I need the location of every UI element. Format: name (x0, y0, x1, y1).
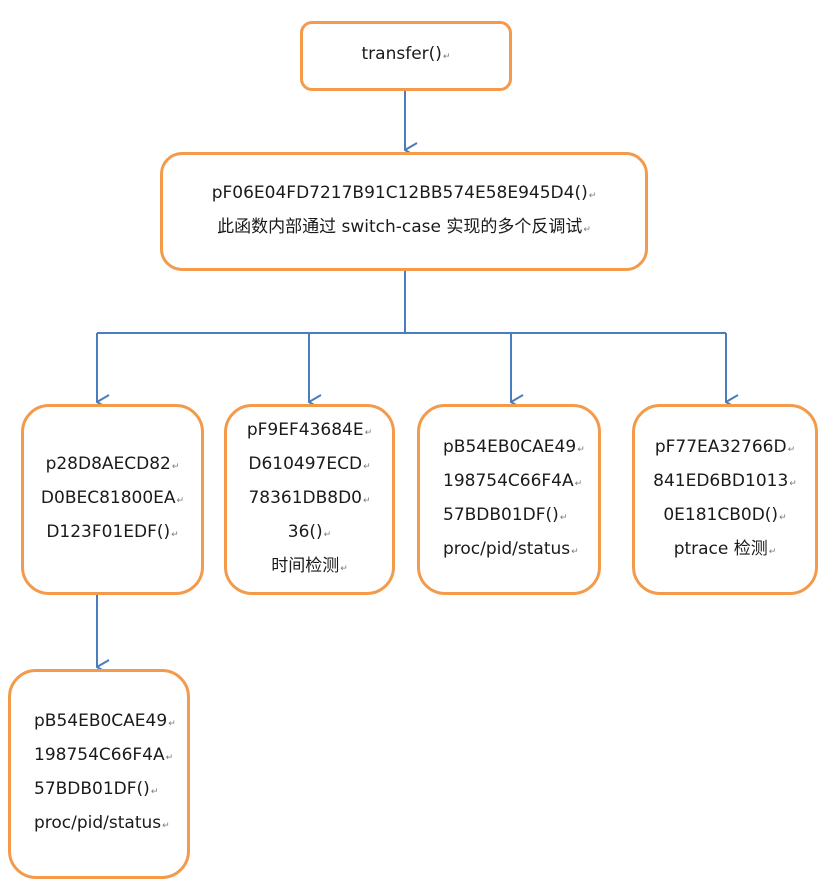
node-child-d-ptrace-check: pF77EA32766D↵841ED6BD1013↵0E181CB0D()↵pt… (632, 404, 818, 595)
node-text: pB54EB0CAE49 (443, 436, 577, 457)
node-text: transfer() (361, 44, 442, 64)
node-text-line: p28D8AECD82↵ (46, 449, 180, 483)
node-text-line: proc/pid/status↵ (34, 808, 170, 842)
node-text: 0E181CB0D() (663, 504, 779, 525)
node-text-line: 198754C66F4A↵ (34, 740, 173, 774)
node-grandchild-proc-status: pB54EB0CAE49↵198754C66F4A↵57BDB01DF()↵pr… (8, 669, 190, 879)
node-text-line: 时间检测↵ (271, 551, 348, 585)
node-child-a: p28D8AECD82↵D0BEC81800EA↵D123F01EDF()↵ (21, 404, 204, 595)
node-text: 198754C66F4A (34, 745, 165, 765)
node-text-line: 36()↵ (288, 517, 331, 551)
return-mark-icon: ↵ (340, 563, 348, 574)
node-text: D610497ECD (248, 453, 363, 474)
return-mark-icon: ↵ (574, 478, 583, 489)
node-text-line: 0E181CB0D()↵ (663, 500, 786, 534)
node-text-line: 57BDB01DF()↵ (443, 500, 567, 534)
return-mark-icon: ↵ (363, 461, 371, 472)
node-text-line: pF9EF43684E↵ (247, 415, 372, 449)
node-text: pB54EB0CAE49 (34, 711, 168, 731)
node-text-line: D0BEC81800EA↵ (41, 483, 184, 517)
return-mark-icon: ↵ (165, 753, 174, 763)
node-text-line: transfer()↵ (362, 39, 451, 73)
return-mark-icon: ↵ (150, 787, 159, 797)
return-mark-icon: ↵ (789, 478, 797, 489)
return-mark-icon: ↵ (787, 444, 796, 455)
return-mark-icon: ↵ (559, 512, 568, 523)
node-child-b-time-check: pF9EF43684E↵D610497ECD↵78361DB8D0↵36()↵时… (224, 404, 395, 595)
node-text-line: 78361DB8D0↵ (248, 483, 370, 517)
return-mark-icon: ↵ (779, 512, 787, 523)
node-text-line: 57BDB01DF()↵ (34, 774, 158, 808)
node-text-line: 841ED6BD1013↵ (653, 466, 797, 500)
node-text-line: D123F01EDF()↵ (46, 517, 178, 551)
node-text: 36() (287, 521, 323, 542)
node-text: proc/pid/status (34, 813, 162, 833)
return-mark-icon: ↵ (162, 821, 170, 831)
node-text-line: proc/pid/status↵ (443, 534, 579, 568)
node-text-line: 此函数内部通过 switch-case 实现的多个反调试↵ (217, 212, 591, 246)
return-mark-icon: ↵ (363, 495, 371, 506)
node-text: D123F01EDF() (46, 521, 171, 542)
return-mark-icon: ↵ (588, 190, 597, 201)
node-text: pF06E04FD7217B91C12BB574E58E945D4() (211, 182, 588, 203)
return-mark-icon: ↵ (168, 719, 176, 729)
node-text: ptrace 检测 (673, 538, 768, 559)
node-text: 78361DB8D0 (248, 487, 362, 508)
return-mark-icon: ↵ (571, 546, 579, 557)
node-text: 此函数内部通过 switch-case 实现的多个反调试 (217, 216, 583, 237)
return-mark-icon: ↵ (171, 529, 179, 540)
node-text: 841ED6BD1013 (653, 470, 789, 491)
return-mark-icon: ↵ (442, 52, 451, 62)
node-main-function: pF06E04FD7217B91C12BB574E58E945D4()↵此函数内… (160, 152, 648, 271)
node-text: pF77EA32766D (654, 436, 787, 457)
return-mark-icon: ↵ (768, 546, 777, 557)
node-text-line: D610497ECD↵ (248, 449, 370, 483)
node-text: pF9EF43684E (246, 419, 364, 440)
node-text: proc/pid/status (443, 538, 571, 559)
node-text-line: pF06E04FD7217B91C12BB574E58E945D4()↵ (212, 178, 597, 212)
node-text: 198754C66F4A (443, 470, 574, 491)
node-text-line: pF77EA32766D↵ (655, 432, 795, 466)
node-text: 时间检测 (271, 555, 340, 576)
node-text: 57BDB01DF() (443, 504, 559, 525)
return-mark-icon: ↵ (323, 529, 332, 540)
return-mark-icon: ↵ (171, 461, 180, 472)
node-text: D0BEC81800EA (40, 487, 176, 508)
return-mark-icon: ↵ (583, 224, 591, 235)
node-text-line: pB54EB0CAE49↵ (34, 706, 176, 740)
node-text-line: ptrace 检测↵ (674, 534, 777, 568)
return-mark-icon: ↵ (364, 427, 373, 438)
node-child-c-proc-status: pB54EB0CAE49↵198754C66F4A↵57BDB01DF()↵pr… (417, 404, 601, 595)
return-mark-icon: ↵ (176, 495, 185, 506)
node-text-line: pB54EB0CAE49↵ (443, 432, 585, 466)
node-text: p28D8AECD82 (45, 453, 171, 474)
node-text-line: 198754C66F4A↵ (443, 466, 582, 500)
node-transfer: transfer()↵ (300, 21, 512, 91)
return-mark-icon: ↵ (577, 444, 585, 455)
node-text: 57BDB01DF() (34, 779, 150, 799)
